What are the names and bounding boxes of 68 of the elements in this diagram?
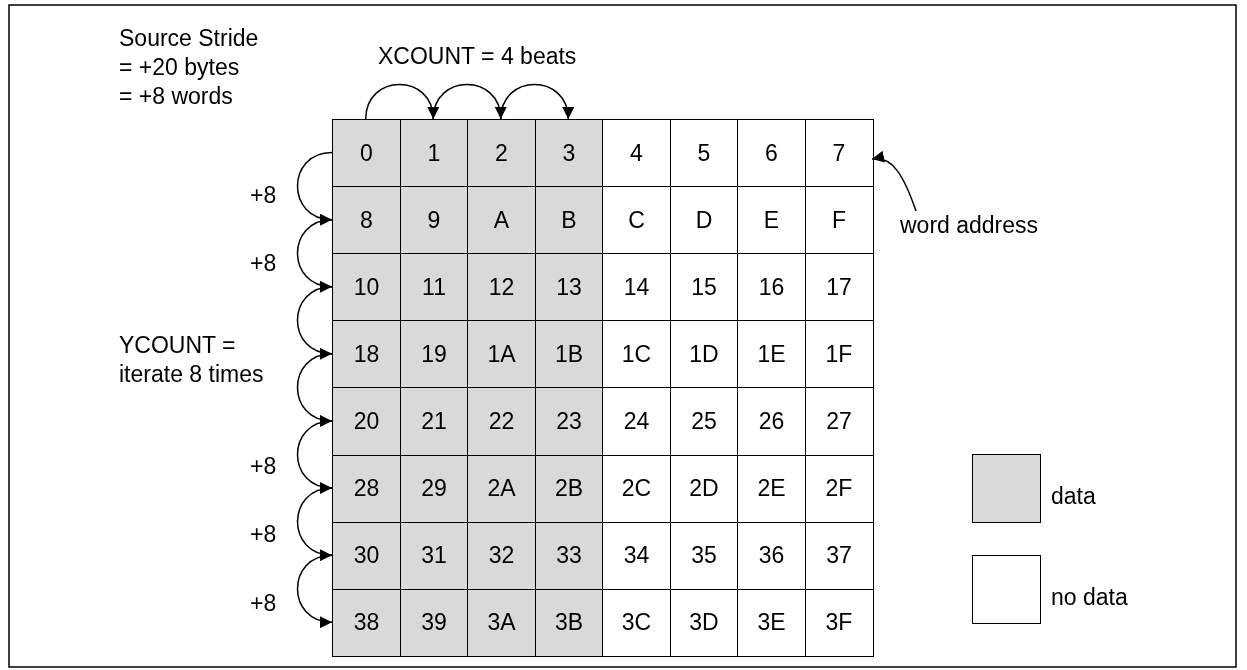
arrow — [500, 83, 573, 120]
memory-cell: 32 — [467, 521, 536, 591]
memory-cell: 3 — [534, 119, 604, 188]
leader-line — [871, 151, 917, 212]
memory-cell: 8 — [332, 186, 401, 255]
memory-cell: 2 — [467, 119, 536, 188]
memory-cell: 18 — [332, 320, 401, 389]
memory-cell: 14 — [602, 253, 671, 322]
memory-cell: 20 — [332, 387, 401, 456]
memory-cell: 3B — [534, 588, 604, 658]
memory-cell: F — [804, 186, 874, 255]
arrow — [296, 218, 333, 292]
arrow — [296, 554, 333, 627]
memory-cell: 1E — [737, 320, 806, 389]
legend-label: data — [1051, 482, 1096, 511]
memory-cell: 1F — [804, 320, 874, 389]
memory-cell: 38 — [332, 588, 401, 658]
legend-label: no data — [1051, 583, 1128, 612]
memory-cell: 13 — [534, 253, 604, 322]
count-label: YCOUNT = iterate 8 times — [119, 331, 264, 389]
memory-cell: 3E — [737, 588, 806, 658]
memory-cell: 1 — [399, 119, 469, 188]
stride-label: Source Stride = +20 bytes = +8 words — [119, 24, 259, 111]
memory-cell: 6 — [737, 119, 806, 188]
memory-cell: 11 — [399, 253, 469, 322]
memory-cell: 24 — [602, 387, 671, 456]
memory-cell: B — [534, 186, 604, 255]
arrow — [296, 420, 333, 493]
memory-cell: 22 — [467, 387, 536, 456]
memory-cell: 19 — [399, 320, 469, 389]
arrow — [296, 487, 333, 560]
memory-cell: 28 — [332, 454, 401, 524]
memory-cell: 27 — [804, 387, 874, 456]
offset-label: +8 — [250, 249, 277, 278]
memory-cell: 1A — [467, 320, 536, 389]
memory-cell: A — [467, 186, 536, 255]
memory-cell: 1B — [534, 320, 604, 389]
memory-cell: E — [737, 186, 806, 255]
arrow — [432, 83, 506, 120]
arrow — [296, 353, 333, 426]
memory-cell: 9 — [399, 186, 469, 255]
offset-label: +8 — [250, 520, 277, 549]
memory-cell: 0 — [332, 119, 401, 188]
offset-label: +8 — [250, 181, 277, 210]
memory-cell: 17 — [804, 253, 874, 322]
arrow — [365, 83, 438, 120]
offset-label: +8 — [250, 452, 277, 481]
memory-cell: 30 — [332, 521, 401, 591]
memory-cell: 10 — [332, 253, 401, 322]
memory-cell: 12 — [467, 253, 536, 322]
memory-cell: 16 — [737, 253, 806, 322]
memory-cell: 26 — [737, 387, 806, 456]
memory-cell: 4 — [602, 119, 671, 188]
memory-cell: 3F — [804, 588, 874, 658]
memory-cell: 21 — [399, 387, 469, 456]
arrow — [296, 286, 333, 359]
memory-cell: 1C — [602, 320, 671, 389]
offset-label: +8 — [250, 589, 277, 618]
memory-cell: 39 — [399, 588, 469, 658]
memory-cell: 23 — [534, 387, 604, 456]
memory-cell: 3C — [602, 588, 671, 658]
memory-cell: 3A — [467, 588, 536, 658]
memory-cell: 2A — [467, 454, 536, 524]
callout-label: word address — [900, 211, 1039, 240]
arrow — [296, 151, 333, 225]
memory-cell: 7 — [804, 119, 874, 188]
memory-cell: C — [602, 186, 671, 255]
count-label: XCOUNT = 4 beats — [378, 42, 577, 71]
